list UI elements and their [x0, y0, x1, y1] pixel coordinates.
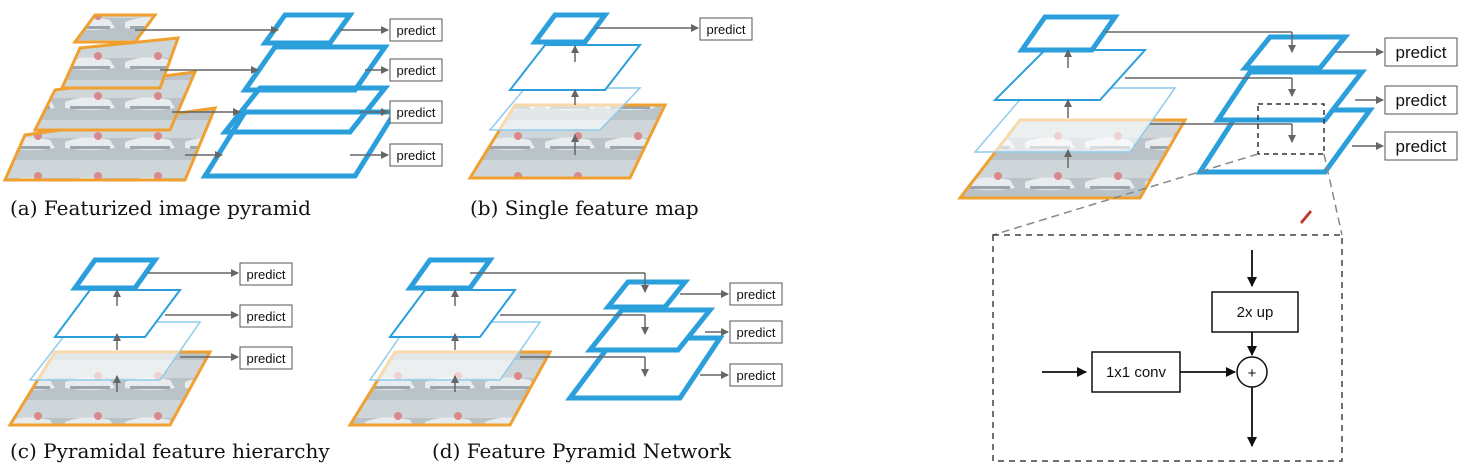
feature-map-1 — [260, 12, 355, 46]
predict-box-b1: predict — [699, 17, 753, 41]
feature-layer-2 — [53, 289, 182, 338]
image-level-2 — [59, 36, 181, 90]
predict-label: predict — [1395, 137, 1446, 156]
predict-box-r2: predict — [1384, 85, 1458, 115]
predict-label: predict — [1395, 91, 1446, 110]
pen-cursor-icon — [1300, 210, 1312, 224]
predict-box-a4: predict — [389, 143, 443, 167]
merge-block-detail — [992, 234, 1343, 462]
predict-label: predict — [396, 63, 435, 78]
predict-box-a3: predict — [389, 100, 443, 124]
caption-a: (a) Featurized image pyramid — [10, 196, 311, 220]
bottom-up-layer-3 — [973, 87, 1177, 153]
predict-label: predict — [396, 23, 435, 38]
predict-label: predict — [396, 148, 435, 163]
predict-label: predict — [736, 368, 775, 383]
predict-label: predict — [706, 22, 745, 37]
predict-label: predict — [736, 287, 775, 302]
predict-box-c1: predict — [239, 262, 293, 286]
predict-box-d3: predict — [729, 363, 783, 387]
predict-box-r1: predict — [1384, 37, 1458, 67]
predict-box-c2: predict — [239, 304, 293, 328]
predict-box-a2: predict — [389, 58, 443, 82]
upsample-box — [1211, 291, 1299, 333]
predict-box-a1: predict — [389, 18, 443, 42]
top-down-layer-2 — [584, 307, 716, 353]
predict-box-d1: predict — [729, 282, 783, 306]
predict-label: predict — [396, 105, 435, 120]
conv-label: 1x1 conv — [1106, 364, 1167, 381]
feature-map-2 — [240, 44, 390, 93]
add-symbol: + — [1248, 365, 1257, 382]
top-down-layer-1 — [602, 279, 691, 310]
zoom-connector-right — [1323, 153, 1343, 236]
predict-label: predict — [246, 309, 285, 324]
caption-b: (b) Single feature map — [470, 196, 699, 220]
panel-c-pyramidal-feature-hierarchy: predict predict predict (c) Pyramidal fe… — [7, 257, 330, 463]
bottom-up-layer-1 — [405, 257, 495, 291]
bottom-up-layer-2 — [992, 49, 1148, 101]
top-down-layer-1 — [1239, 34, 1351, 71]
caption-c: (c) Pyramidal feature hierarchy — [10, 439, 330, 463]
feature-layer-2 — [507, 44, 643, 91]
bottom-up-layer-2 — [388, 289, 517, 338]
predict-label: predict — [246, 267, 285, 282]
image-level-1 — [72, 13, 158, 44]
feature-layer-1 — [530, 12, 610, 45]
predict-box-c3: predict — [239, 346, 293, 370]
bottom-up-layer-1 — [1017, 14, 1120, 53]
feature-layer-1 — [70, 257, 160, 291]
predict-label: predict — [1395, 43, 1446, 62]
predict-box-r3: predict — [1384, 131, 1458, 161]
zoom-region — [1257, 103, 1325, 155]
fpn-detail-figure: predict predict predict 2x up 1x1 conv + — [956, 14, 1458, 462]
panel-a-featurized-image-pyramid: predict predict predict predict (a) Feat… — [2, 12, 443, 220]
predict-box-d2: predict — [729, 320, 783, 344]
zoom-connector-left — [992, 153, 1259, 236]
panel-d-feature-pyramid-network: predict predict predict (d) Feature Pyra… — [347, 257, 783, 463]
upsample-label: 2x up — [1237, 304, 1274, 321]
predict-label: predict — [736, 325, 775, 340]
caption-d: (d) Feature Pyramid Network — [432, 439, 732, 463]
predict-label: predict — [246, 351, 285, 366]
panel-b-single-feature-map: predict (b) Single feature map — [467, 12, 753, 220]
